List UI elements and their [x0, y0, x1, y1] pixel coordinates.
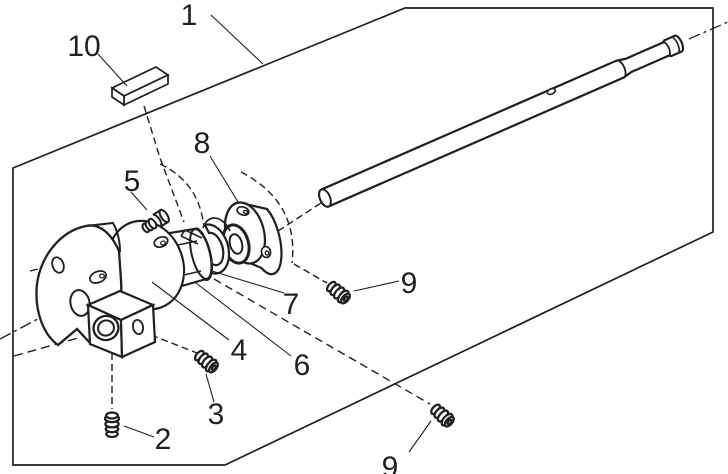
leader-line-6 [195, 282, 292, 357]
set-screw-3 [193, 349, 220, 374]
part-label-10: 10 [67, 30, 100, 63]
set-screws [103, 208, 455, 439]
set-screw-2 [103, 411, 121, 439]
leader-line-7 [211, 270, 285, 294]
leader-line-2 [123, 425, 155, 438]
part-label-5: 5 [124, 165, 141, 198]
alignment-dash-screw9b [213, 278, 431, 405]
clamp-side-screw-hole [131, 318, 145, 336]
thrust-washer-bore [228, 233, 244, 255]
shaft-cap-line [662, 41, 671, 57]
phantom-arc-right [240, 171, 294, 264]
shaft-pin-hole [546, 87, 557, 96]
set-screw-9b [430, 403, 455, 428]
part-label-8: 8 [194, 127, 211, 160]
leader-line-9b [408, 420, 432, 453]
collar-screw-hole-bottom-bore [264, 250, 270, 256]
hub-keyway [180, 229, 203, 245]
set-screw-5 [141, 208, 170, 234]
leader-line-4 [151, 281, 230, 341]
part-label-9b: 9 [382, 451, 399, 474]
part-label-1: 1 [181, 0, 198, 32]
crank-rear-disc-screw-bore [160, 240, 166, 246]
shaft-step-line [616, 59, 627, 79]
alignment-dash-collar-axis [277, 202, 322, 232]
crank-large-hole [69, 289, 91, 317]
part-label-4: 4 [231, 334, 248, 367]
leader-line-9a [353, 280, 400, 292]
part-label-2: 2 [155, 423, 172, 456]
part-label-6: 6 [294, 349, 311, 382]
phantom-arc-left [159, 163, 205, 228]
crank-clamp-centerline [13, 337, 79, 357]
leader-line-8 [209, 155, 239, 203]
frame-border [12, 7, 714, 466]
shaft-end-face [318, 188, 332, 208]
key-part-10 [110, 66, 170, 107]
shaft-centerline [688, 20, 728, 40]
leader-line-1 [210, 14, 264, 65]
leader-lines [97, 14, 432, 453]
leader-line-3 [205, 373, 215, 403]
part-label-3: 3 [208, 398, 225, 431]
alignment-dash-screw3 [150, 334, 198, 354]
crank-step-slot-bore [98, 273, 106, 279]
alignment-dash-screw9a [293, 263, 328, 284]
crank-disc-depth-edge [85, 221, 121, 253]
part-label-9a: 9 [401, 267, 418, 300]
leader-line-5 [130, 191, 148, 211]
alignment-dash-key [143, 105, 185, 223]
part-label-7: 7 [283, 288, 300, 321]
set-screw-9a [325, 280, 352, 305]
c-ring-depth-edge [202, 217, 231, 232]
part-labels: 1 10 8 5 7 9 4 6 3 2 9 [67, 0, 417, 474]
shaft-body [318, 34, 685, 208]
crank-part-4 [35, 219, 186, 359]
shaft-cap-rim [670, 36, 681, 54]
leader-line-10 [97, 53, 128, 87]
crank-small-hole [51, 256, 65, 274]
clamp-bore-inner [97, 319, 115, 337]
shaft-part-1 [318, 20, 728, 208]
collar-screw-hole-top-bore [242, 209, 249, 215]
key-end-face [111, 86, 125, 107]
